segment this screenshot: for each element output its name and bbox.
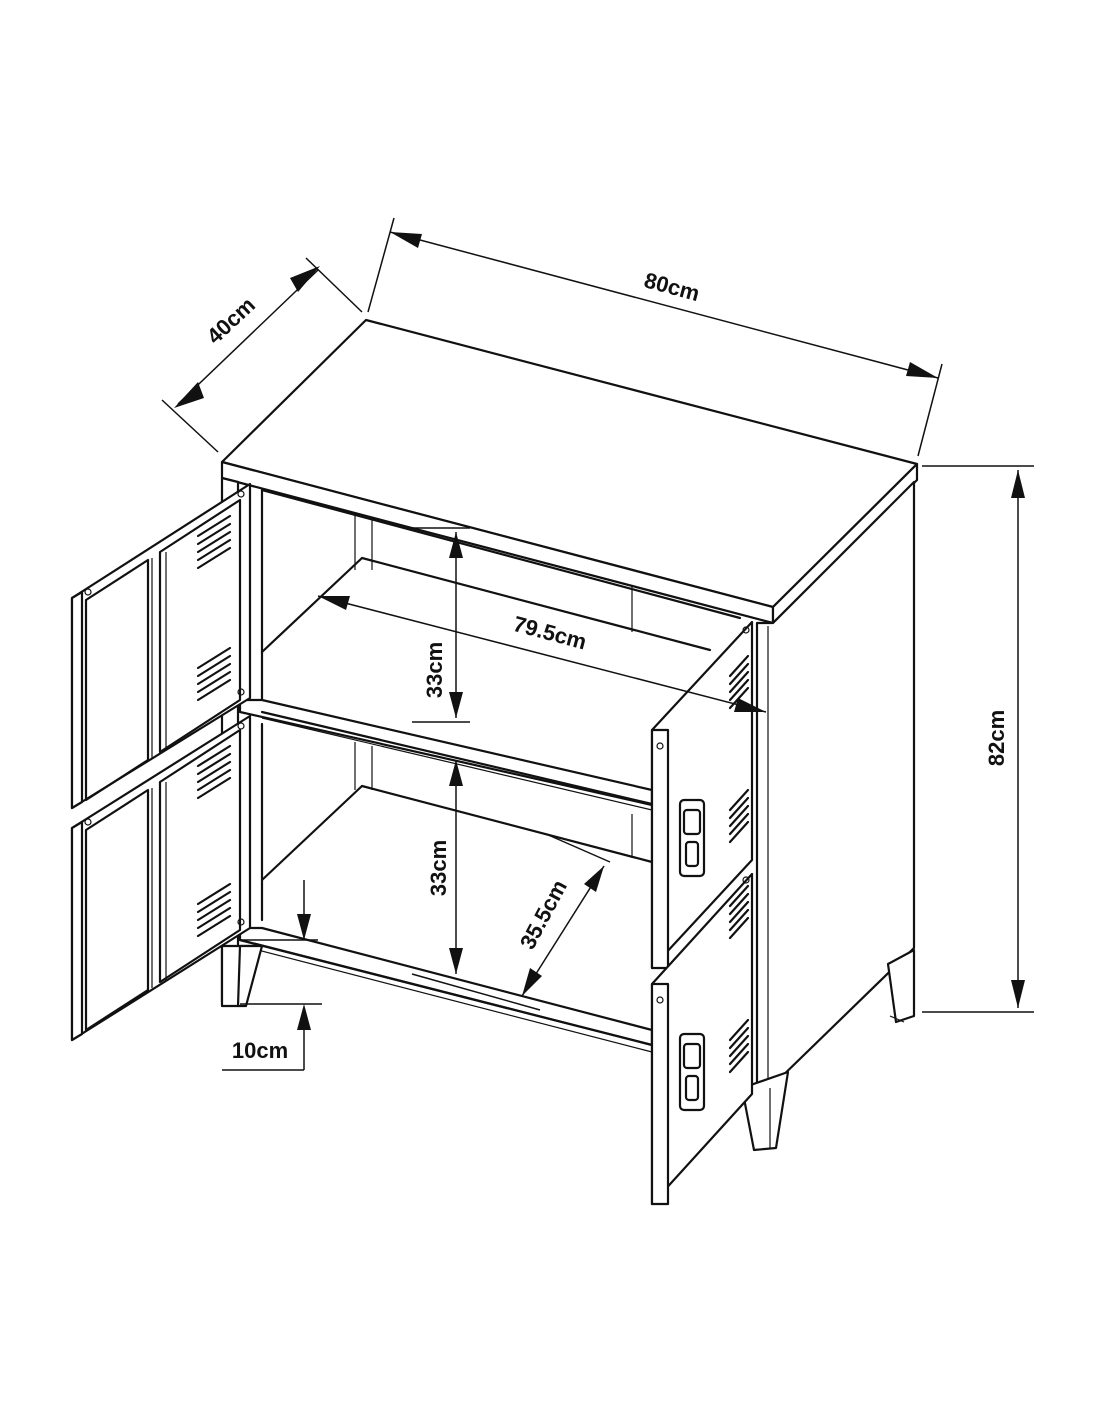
vent-louvers [196,514,232,702]
height-dimension [922,465,1034,1013]
vent-louvers [728,884,750,1074]
width-label: 80cm [642,267,703,306]
lower-shelf-height-label: 33cm [426,840,451,896]
inner-depth-dimension [411,833,611,1011]
right-lower-door[interactable] [650,872,754,1206]
vent-louvers [728,654,750,844]
latch-handle[interactable] [678,1032,706,1112]
height-label: 82cm [984,710,1009,766]
inner-depth-label: 35.5cm [515,876,572,954]
upper-shelf-height-dimension [412,527,470,723]
rear-left-leg [236,944,264,1008]
cabinet-body [220,318,919,1152]
left-upper-door[interactable] [70,482,252,810]
right-upper-door[interactable] [650,620,754,970]
depth-dimension [161,257,363,453]
latch-handle[interactable] [678,798,706,878]
rear-right-leg [886,948,916,1024]
depth-label: 40cm [202,292,260,349]
cabinet-top-side-edge [771,462,919,625]
left-lower-door[interactable] [70,714,252,1042]
vent-louvers [196,744,232,938]
leg-height-dimension [222,880,322,1071]
leg-height-label: 10cm [232,1038,288,1063]
width-dimension [367,217,943,457]
inner-width-label: 79.5cm [511,611,590,654]
inner-width-dimension [317,595,767,713]
upper-shelf-height-label: 33cm [422,642,447,698]
front-right-leg [740,1070,790,1152]
lower-shelf-height-dimension [449,760,463,974]
